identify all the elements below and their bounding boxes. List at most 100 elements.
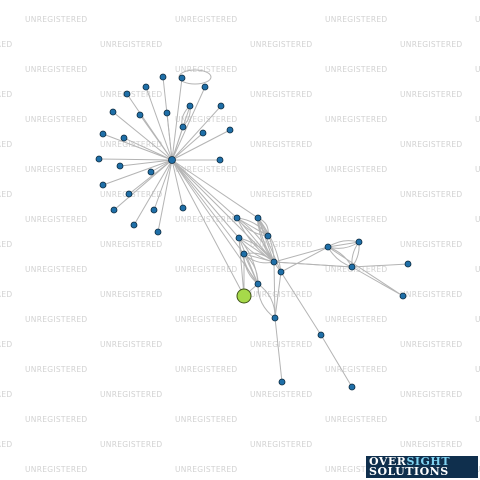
- graph-node[interactable]: [142, 83, 150, 91]
- graph-node[interactable]: [355, 238, 363, 246]
- graph-node[interactable]: [348, 263, 356, 271]
- watermark-text: UNREGISTERED: [0, 340, 12, 349]
- graph-node[interactable]: [116, 162, 124, 170]
- watermark-text: UNREGISTERED: [25, 115, 87, 124]
- graph-node[interactable]: [277, 268, 285, 276]
- edge-curved: [257, 217, 282, 273]
- graph-node[interactable]: [271, 314, 279, 322]
- watermark-text: UNREGISTERED: [0, 290, 12, 299]
- edge: [351, 263, 409, 268]
- watermark-text: UNREGISTERED: [475, 215, 480, 224]
- watermark-text: UNREGISTERED: [325, 65, 387, 74]
- edge-hub-spoke: [150, 159, 173, 173]
- graph-node[interactable]: [95, 155, 103, 163]
- graph-node[interactable]: [163, 109, 171, 117]
- watermark-text: UNREGISTERED: [25, 15, 87, 24]
- graph-node[interactable]: [217, 102, 225, 110]
- graph-node[interactable]: [179, 204, 187, 212]
- watermark-text: UNREGISTERED: [400, 340, 462, 349]
- node-layer: [95, 73, 412, 391]
- watermark-text: UNREGISTERED: [400, 440, 462, 449]
- graph-hub-node[interactable]: [168, 156, 176, 164]
- edge: [236, 217, 275, 263]
- watermark-text: UNREGISTERED: [175, 265, 237, 274]
- watermark-text: UNREGISTERED: [475, 165, 480, 174]
- graph-node[interactable]: [348, 383, 356, 391]
- graph-node[interactable]: [120, 134, 128, 142]
- watermark-text: UNREGISTERED: [25, 165, 87, 174]
- watermark-text: UNREGISTERED: [0, 90, 12, 99]
- graph-node[interactable]: [154, 228, 162, 236]
- edge-hub-focus: [171, 159, 245, 297]
- graph-node[interactable]: [240, 250, 248, 258]
- graph-node[interactable]: [130, 221, 138, 229]
- watermark-text: UNREGISTERED: [325, 465, 387, 474]
- watermark-text: UNREGISTERED: [325, 15, 387, 24]
- graph-node[interactable]: [186, 102, 194, 110]
- graph-node[interactable]: [404, 260, 412, 268]
- edge: [273, 261, 353, 268]
- watermark-text: UNREGISTERED: [475, 365, 480, 374]
- edge: [274, 271, 282, 319]
- watermark-text: UNREGISTERED: [100, 40, 162, 49]
- graph-focus-node[interactable]: [236, 288, 252, 304]
- graph-node[interactable]: [179, 123, 187, 131]
- graph-node[interactable]: [216, 156, 224, 164]
- graph-node[interactable]: [254, 280, 262, 288]
- edge-hub-cluster: [171, 159, 238, 219]
- edge-hub-spoke: [171, 132, 204, 161]
- watermark-text: UNREGISTERED: [400, 390, 462, 399]
- graph-node[interactable]: [399, 292, 407, 300]
- edge-hub-spoke: [98, 158, 173, 161]
- graph-node[interactable]: [233, 214, 241, 222]
- edge-hub-spoke: [119, 159, 173, 167]
- graph-node[interactable]: [159, 73, 167, 81]
- edge-hub-spoke: [102, 159, 173, 186]
- graph-node[interactable]: [99, 181, 107, 189]
- watermark-text: UNREGISTERED: [175, 15, 237, 24]
- watermark-text: UNREGISTERED: [25, 215, 87, 224]
- graph-node[interactable]: [226, 126, 234, 134]
- graph-node[interactable]: [254, 214, 262, 222]
- edge-hub-spoke: [171, 129, 231, 161]
- watermark-text: UNREGISTERED: [25, 415, 87, 424]
- watermark-text: UNREGISTERED: [325, 365, 387, 374]
- watermark-text: UNREGISTERED: [475, 265, 480, 274]
- edge-hub-spoke: [171, 105, 222, 161]
- graph-node[interactable]: [150, 206, 158, 214]
- edge-curved: [238, 237, 259, 285]
- graph-node[interactable]: [99, 130, 107, 138]
- graph-node[interactable]: [270, 258, 278, 266]
- edge-hub-spoke: [171, 159, 184, 209]
- edge: [238, 237, 259, 285]
- edge-hub-spoke: [123, 137, 173, 161]
- graph-node[interactable]: [123, 90, 131, 98]
- watermark-text: UNREGISTERED: [400, 140, 462, 149]
- watermark-text: UNREGISTERED: [175, 415, 237, 424]
- graph-node[interactable]: [109, 108, 117, 116]
- watermark-text: UNREGISTERED: [0, 440, 12, 449]
- watermark-text: UNREGISTERED: [175, 115, 237, 124]
- graph-node[interactable]: [278, 378, 286, 386]
- watermark-text: UNREGISTERED: [250, 40, 312, 49]
- watermark-text: UNREGISTERED: [250, 290, 312, 299]
- graph-node[interactable]: [110, 206, 118, 214]
- watermark-text: UNREGISTERED: [100, 90, 162, 99]
- graph-node[interactable]: [125, 190, 133, 198]
- graph-node[interactable]: [199, 129, 207, 137]
- watermark-text: UNREGISTERED: [400, 90, 462, 99]
- graph-node[interactable]: [178, 74, 186, 82]
- watermark-text: UNREGISTERED: [325, 165, 387, 174]
- graph-node[interactable]: [264, 232, 272, 240]
- graph-node[interactable]: [324, 243, 332, 251]
- graph-node[interactable]: [201, 83, 209, 91]
- edge: [351, 266, 404, 297]
- watermark-text: UNREGISTERED: [100, 340, 162, 349]
- edge: [280, 246, 329, 273]
- graph-node[interactable]: [235, 234, 243, 242]
- graph-node[interactable]: [147, 168, 155, 176]
- watermark-text: UNREGISTERED: [175, 65, 237, 74]
- watermark-text: UNREGISTERED: [0, 240, 12, 249]
- graph-node[interactable]: [136, 111, 144, 119]
- graph-node[interactable]: [317, 331, 325, 339]
